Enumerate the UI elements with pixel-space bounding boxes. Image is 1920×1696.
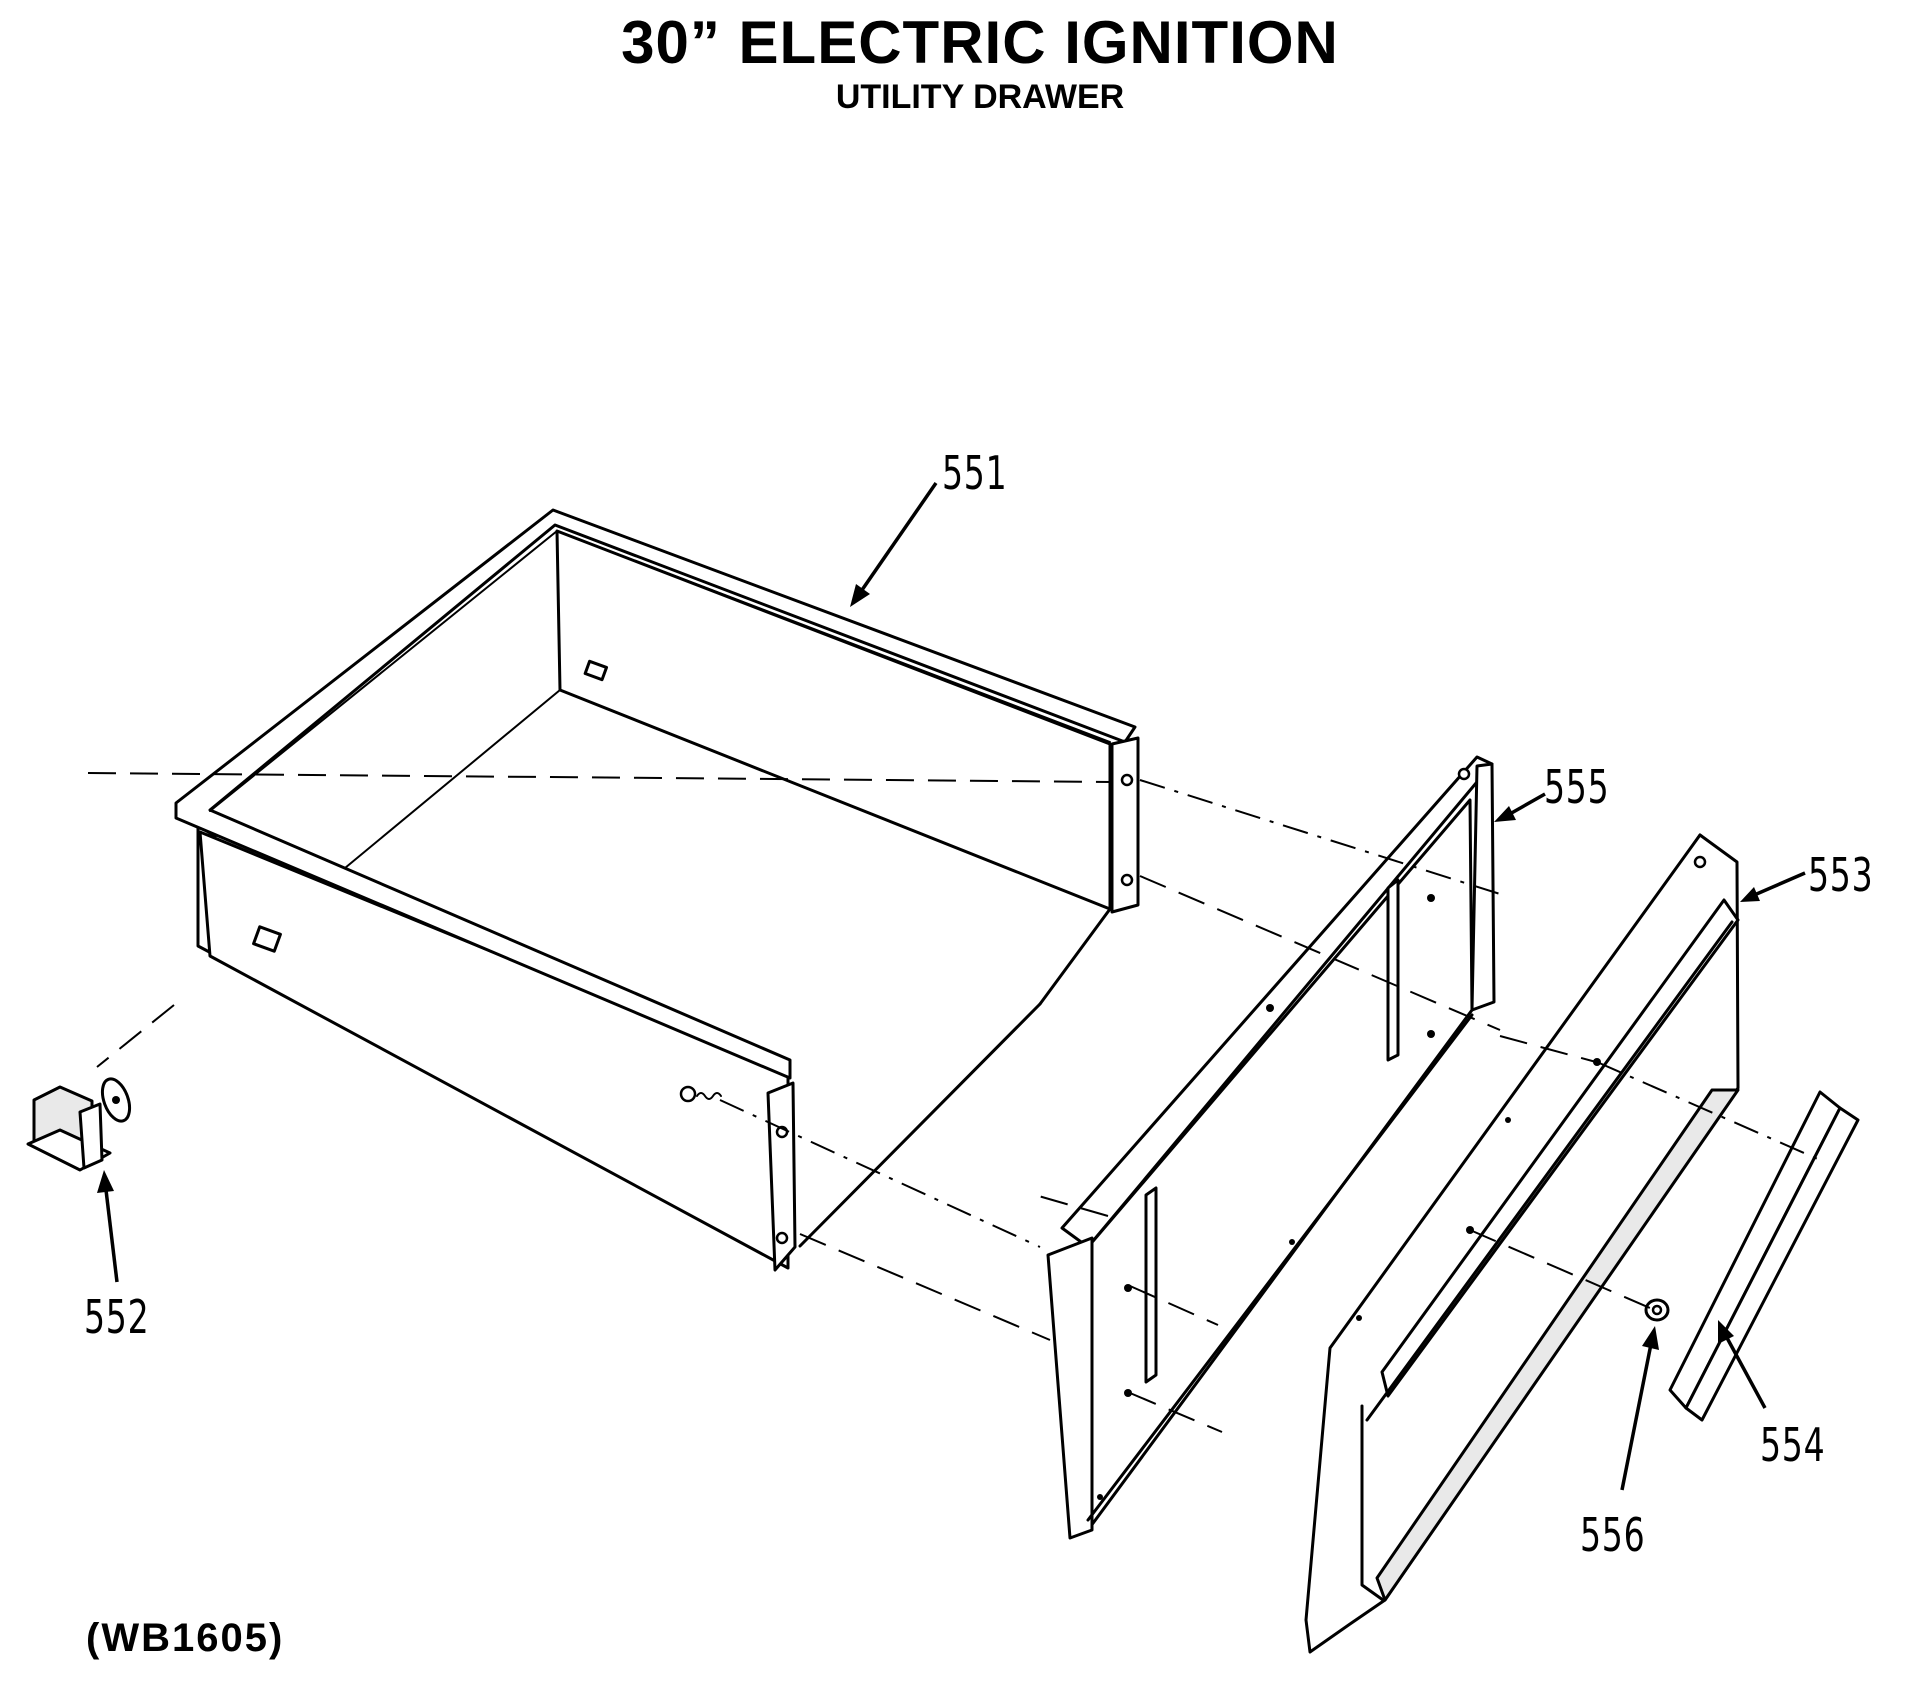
spacer-556 (1644, 1298, 1670, 1322)
callout-552: 552 (84, 1290, 150, 1344)
drawer-stop-552 (26, 1077, 132, 1172)
callout-553: 553 (1808, 848, 1874, 902)
inner-panel-555 (1046, 755, 1496, 1540)
assembly-centerlines (87, 772, 1821, 1433)
callout-555: 555 (1544, 760, 1610, 814)
callout-551: 551 (942, 446, 1008, 500)
drawer-body-551 (174, 508, 1140, 1272)
callout-leaders (97, 482, 1806, 1491)
diagram-subtitle: UTILITY DRAWER (835, 78, 1125, 116)
diagram-title: 30” ELECTRIC IGNITION (621, 9, 1339, 76)
diagram-code: (WB1605) (86, 1616, 285, 1660)
callout-556: 556 (1580, 1508, 1646, 1562)
callout-554: 554 (1760, 1418, 1826, 1472)
front-panel-553 (1304, 833, 1740, 1654)
